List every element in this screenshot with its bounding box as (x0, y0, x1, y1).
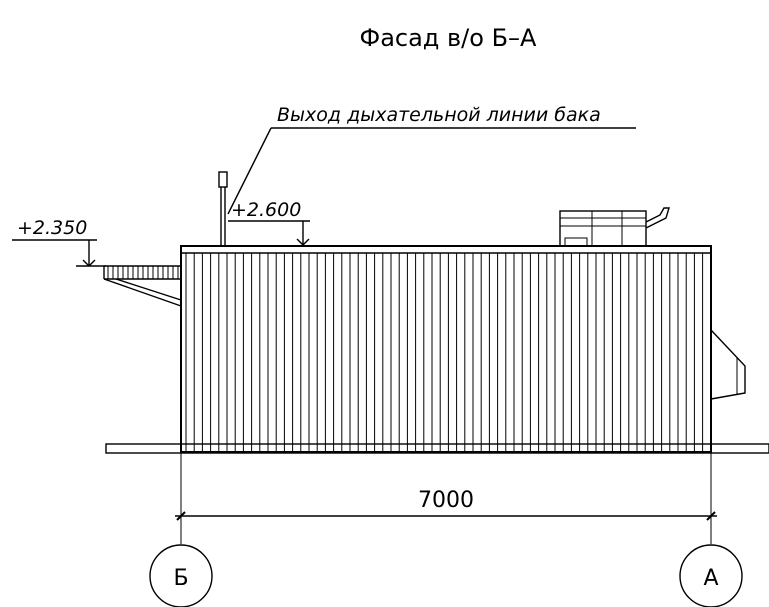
elevation-top-label: +2.600 (231, 199, 301, 221)
axis-label-right: А (703, 566, 718, 591)
annotation-text: Выход дыхательной линии бака (277, 104, 601, 126)
axis-marker-left: Б (149, 525, 213, 607)
axis-label-left: Б (173, 566, 188, 591)
axis-marker-right: А (679, 525, 743, 607)
breather-pipe (218, 171, 228, 246)
elevation-left-label: +2.350 (17, 217, 87, 239)
elevation-mark-top: +2.600 (228, 199, 310, 246)
dimension-line: 7000 (175, 452, 717, 525)
base-slab (105, 443, 769, 454)
corrugation-ribs (185, 253, 704, 452)
side-canopy (103, 265, 182, 307)
drawing-title: Фасад в/о Б–А (360, 24, 538, 52)
side-unit-right (710, 329, 746, 400)
dimension-value: 7000 (418, 488, 474, 513)
annotation-leader: Выход дыхательной линии бака (227, 104, 636, 215)
elevation-mark-left: +2.350 (12, 217, 106, 267)
container-body (180, 245, 712, 453)
roof-equipment (559, 207, 670, 247)
